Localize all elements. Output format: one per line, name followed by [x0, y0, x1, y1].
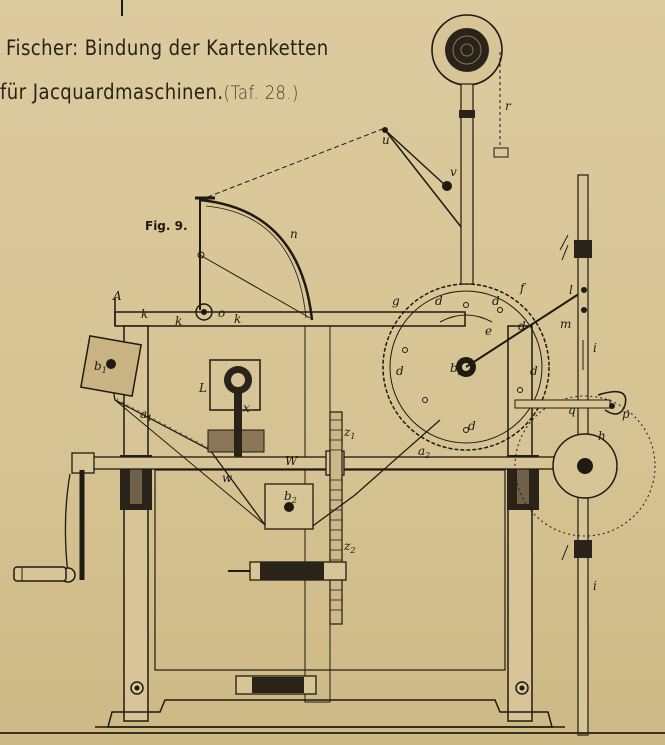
title-line-2-text: für Jacquardmaschinen.	[0, 80, 224, 104]
vertical-gear	[329, 411, 343, 625]
label-d2: d	[492, 294, 500, 308]
lantern-l	[207, 359, 265, 457]
label-b2: b2	[284, 489, 297, 505]
label-q: q	[568, 403, 576, 417]
plate-reference: (Taf. 28.)	[223, 82, 299, 104]
label-x: x	[243, 401, 250, 415]
top-spool	[431, 14, 509, 285]
crank-handle	[13, 470, 85, 583]
label-r: r	[505, 99, 512, 113]
label-v: v	[450, 165, 457, 179]
label-o: o	[218, 306, 225, 320]
toothed-wheel	[382, 283, 586, 451]
box-b2	[264, 483, 314, 530]
upper-lever	[382, 127, 469, 238]
label-d5: d	[530, 364, 538, 378]
label-a2: a2	[418, 444, 430, 460]
bottom-rule	[0, 732, 665, 734]
label-h: h	[598, 429, 606, 443]
label-e: e	[485, 324, 492, 338]
label-k3: k	[234, 312, 241, 326]
label-d3: d	[518, 319, 526, 333]
label-l: l	[569, 283, 573, 297]
label-i-lower: i	[593, 579, 597, 593]
label-a-upper: A	[112, 289, 122, 303]
label-a1: a1	[140, 407, 152, 423]
label-n: n	[290, 227, 298, 241]
prism-b1	[80, 335, 142, 397]
label-d1: d	[435, 294, 443, 308]
label-d4: d	[396, 364, 404, 378]
label-k1: k	[141, 307, 148, 321]
label-p: p	[622, 407, 630, 421]
title-line-2: für Jacquardmaschinen.(Taf. 28.)	[0, 80, 299, 104]
label-i-upper: i	[593, 341, 597, 355]
label-m: m	[560, 317, 571, 331]
label-g: g	[392, 294, 400, 308]
label-d6: d	[468, 419, 476, 433]
label-b3: b3	[450, 361, 463, 377]
label-w-shaft: W	[285, 454, 299, 468]
label-u: u	[382, 133, 390, 147]
label-k2: k	[175, 314, 182, 328]
label-z1: z1	[343, 425, 355, 441]
label-z2: z2	[343, 539, 355, 555]
label-w: w	[222, 471, 233, 485]
label-b1: b1	[94, 359, 107, 375]
curved-arm	[195, 127, 386, 321]
labels: Fig. 9. A k k k o n u v r g d d d d d d …	[94, 99, 630, 593]
eccentric-wheel	[514, 390, 656, 537]
title-line-1: Fischer: Bindung der Kartenketten	[6, 36, 329, 60]
lower-roller	[228, 561, 347, 695]
label-l-lantern: L	[198, 381, 207, 395]
figure-label: Fig. 9.	[145, 219, 188, 233]
label-f: f	[519, 281, 527, 295]
